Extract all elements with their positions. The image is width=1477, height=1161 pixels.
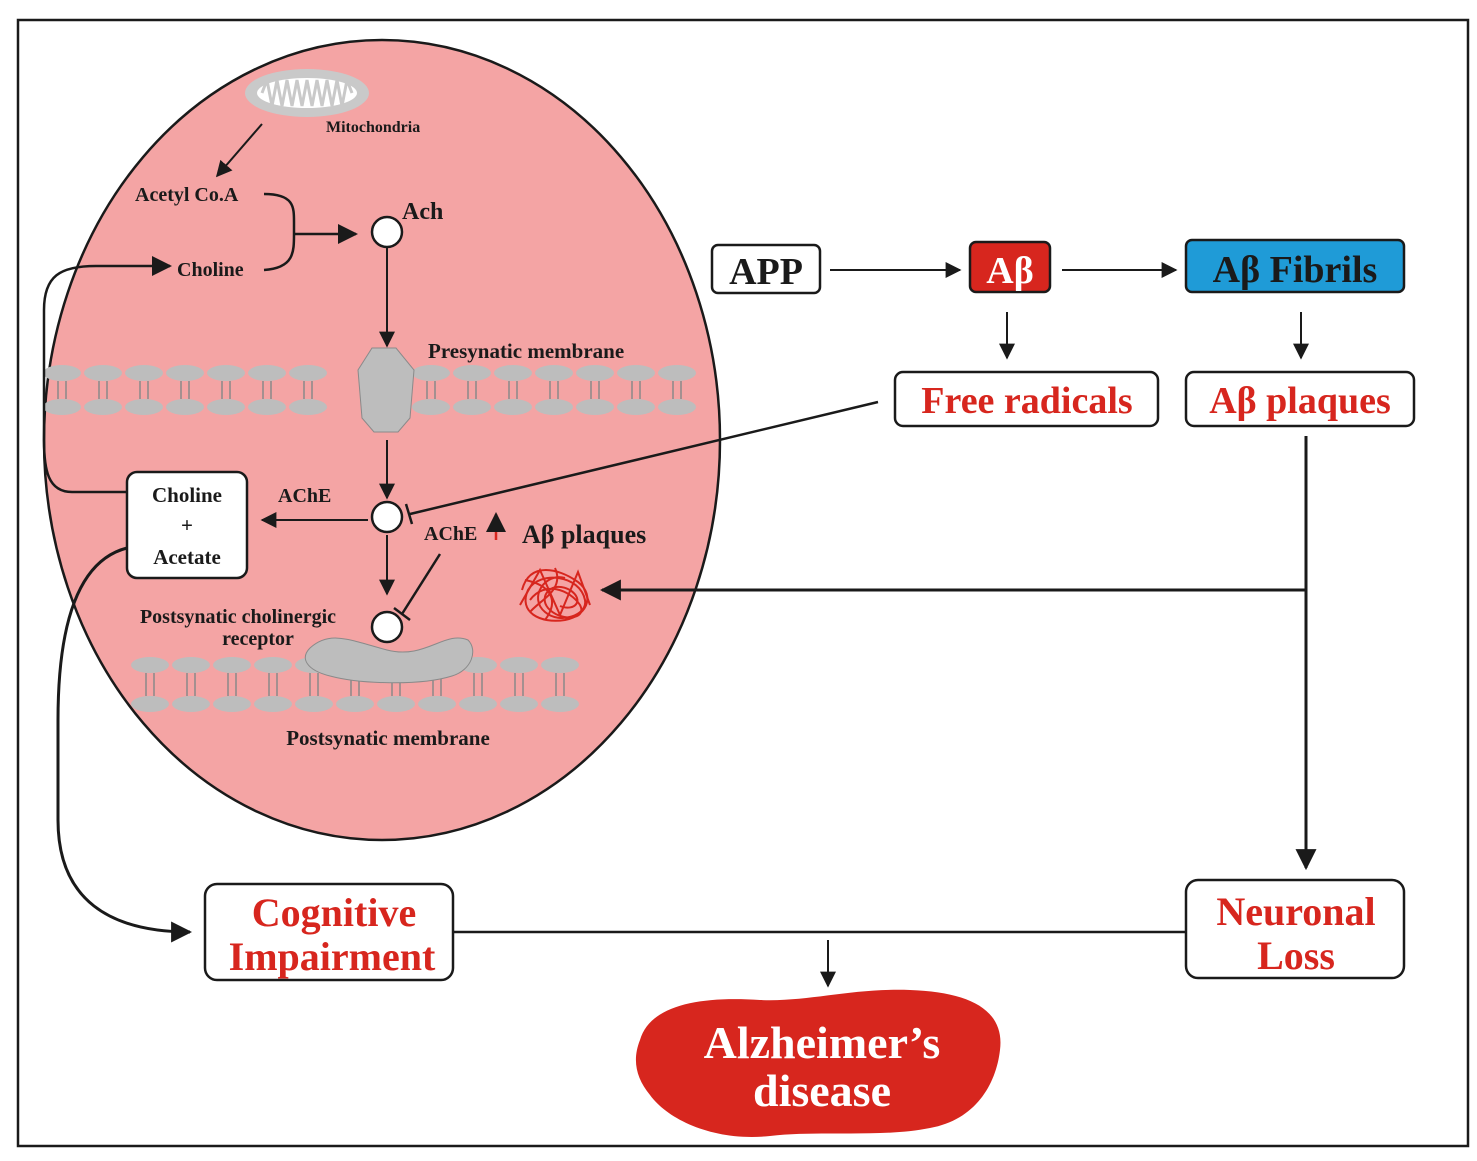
lipid-head: [377, 696, 415, 712]
choline-recycle-arrow: [42, 256, 172, 494]
mitochondria-icon: [245, 69, 369, 117]
lipid-head: [658, 365, 696, 381]
presynaptic-channel: [357, 347, 415, 433]
lipid-head: [459, 696, 497, 712]
receptor-label-line2: receptor: [222, 628, 294, 650]
lipid-head: [207, 399, 245, 415]
lipid-head: [248, 399, 286, 415]
fibrils-label: Aβ Fibrils: [1213, 249, 1378, 291]
lipid-head: [541, 696, 579, 712]
lipid-head: [576, 365, 614, 381]
lipid-head: [289, 399, 327, 415]
outer-frame: [16, 18, 1470, 1148]
ach-molecule: [370, 215, 404, 249]
alzheimers-line2: disease: [753, 1065, 891, 1116]
lipid-head: [494, 399, 532, 415]
presynaptic-membrane-label: Presynatic membrane: [428, 339, 624, 363]
neuronal-loss-box: [1184, 878, 1406, 980]
mitochondria-label: Mitochondria: [326, 119, 420, 136]
free-radicals-box: [893, 370, 1160, 428]
cognitive-line2: Impairment: [229, 934, 436, 979]
lipid-head: [131, 696, 169, 712]
lipid-head: [125, 399, 163, 415]
free-radicals-label: Free radicals: [921, 380, 1132, 422]
lipid-head: [84, 365, 122, 381]
fibrils-box: [1184, 238, 1406, 294]
choline-box-line2: +: [181, 513, 193, 537]
inner-abeta-plaques-label: Aβ plaques: [522, 520, 646, 549]
lipid-head: [172, 657, 210, 673]
acetyl-coa-label: Acetyl Co.A: [135, 184, 239, 206]
lipid-head: [172, 696, 210, 712]
ache-inhibition-line: [400, 553, 442, 615]
choline-acetate-box: [125, 470, 249, 580]
lipid-head: [213, 696, 251, 712]
lipid-head: [125, 365, 163, 381]
postsynaptic-membrane: [131, 657, 579, 712]
ache-up-label: AChE: [424, 523, 477, 545]
abeta-plaques-box: [1184, 370, 1416, 428]
arrow-mito-to-acetylcoa: [215, 123, 263, 178]
ache-label: AChE: [278, 485, 331, 507]
free-radicals-inhibition-bar: [404, 503, 414, 525]
cognitive-line1: Cognitive: [252, 890, 416, 935]
lipid-head: [412, 399, 450, 415]
lipid-head: [494, 365, 532, 381]
lipid-head: [43, 399, 81, 415]
choline-top-label: Choline: [177, 259, 244, 281]
lipid-head: [576, 399, 614, 415]
receptor-label-line1: Postsynatic cholinergic: [140, 606, 336, 628]
postsynaptic-membrane-label: Postsynatic membrane: [286, 726, 490, 750]
receptor-ach-molecule: [370, 610, 404, 644]
abeta-label: Aβ: [986, 250, 1033, 292]
app-label: APP: [729, 251, 803, 293]
lipid-head: [453, 365, 491, 381]
free-radicals-inhibition-line: [409, 400, 879, 516]
lipid-head: [295, 696, 333, 712]
synapse-cell: [42, 38, 722, 842]
lipid-head: [84, 399, 122, 415]
lipid-head: [289, 365, 327, 381]
lipid-head: [213, 657, 251, 673]
arrow-cell-to-cognitive: [56, 546, 193, 943]
lipid-head: [207, 365, 245, 381]
lipid-head: [535, 365, 573, 381]
lipid-head: [254, 657, 292, 673]
lipid-head: [166, 365, 204, 381]
lipid-head: [418, 696, 456, 712]
lipid-head: [336, 696, 374, 712]
lipid-head: [617, 399, 655, 415]
lipid-head: [453, 399, 491, 415]
lipid-head: [541, 657, 579, 673]
lipid-head: [166, 399, 204, 415]
app-box: [710, 243, 822, 295]
postsynaptic-receptor: [305, 637, 474, 684]
lipid-head: [248, 365, 286, 381]
lipid-head: [500, 657, 538, 673]
choline-box-line3: Acetate: [153, 545, 221, 569]
neuronal-line2: Loss: [1257, 933, 1335, 978]
cleft-ach-molecule: [370, 500, 404, 534]
presynaptic-membrane: [43, 365, 696, 415]
lipid-head: [131, 657, 169, 673]
choline-box-line1: Choline: [152, 483, 222, 507]
alzheimers-line1: Alzheimer’s: [704, 1017, 941, 1068]
abeta-box: [968, 240, 1052, 294]
lipid-head: [658, 399, 696, 415]
lipid-head: [535, 399, 573, 415]
neuronal-line1: Neuronal: [1216, 889, 1375, 934]
abeta-plaques-label: Aβ plaques: [1209, 380, 1391, 422]
lipid-head: [617, 365, 655, 381]
ach-label: Ach: [402, 199, 443, 225]
lipid-head: [500, 696, 538, 712]
alzheimers-blob: [635, 989, 1001, 1137]
ache-inhibition-bar: [393, 607, 411, 621]
lipid-head: [254, 696, 292, 712]
lipid-head: [43, 365, 81, 381]
plaque-tangle-icon: [519, 567, 591, 622]
lipid-head: [412, 365, 450, 381]
